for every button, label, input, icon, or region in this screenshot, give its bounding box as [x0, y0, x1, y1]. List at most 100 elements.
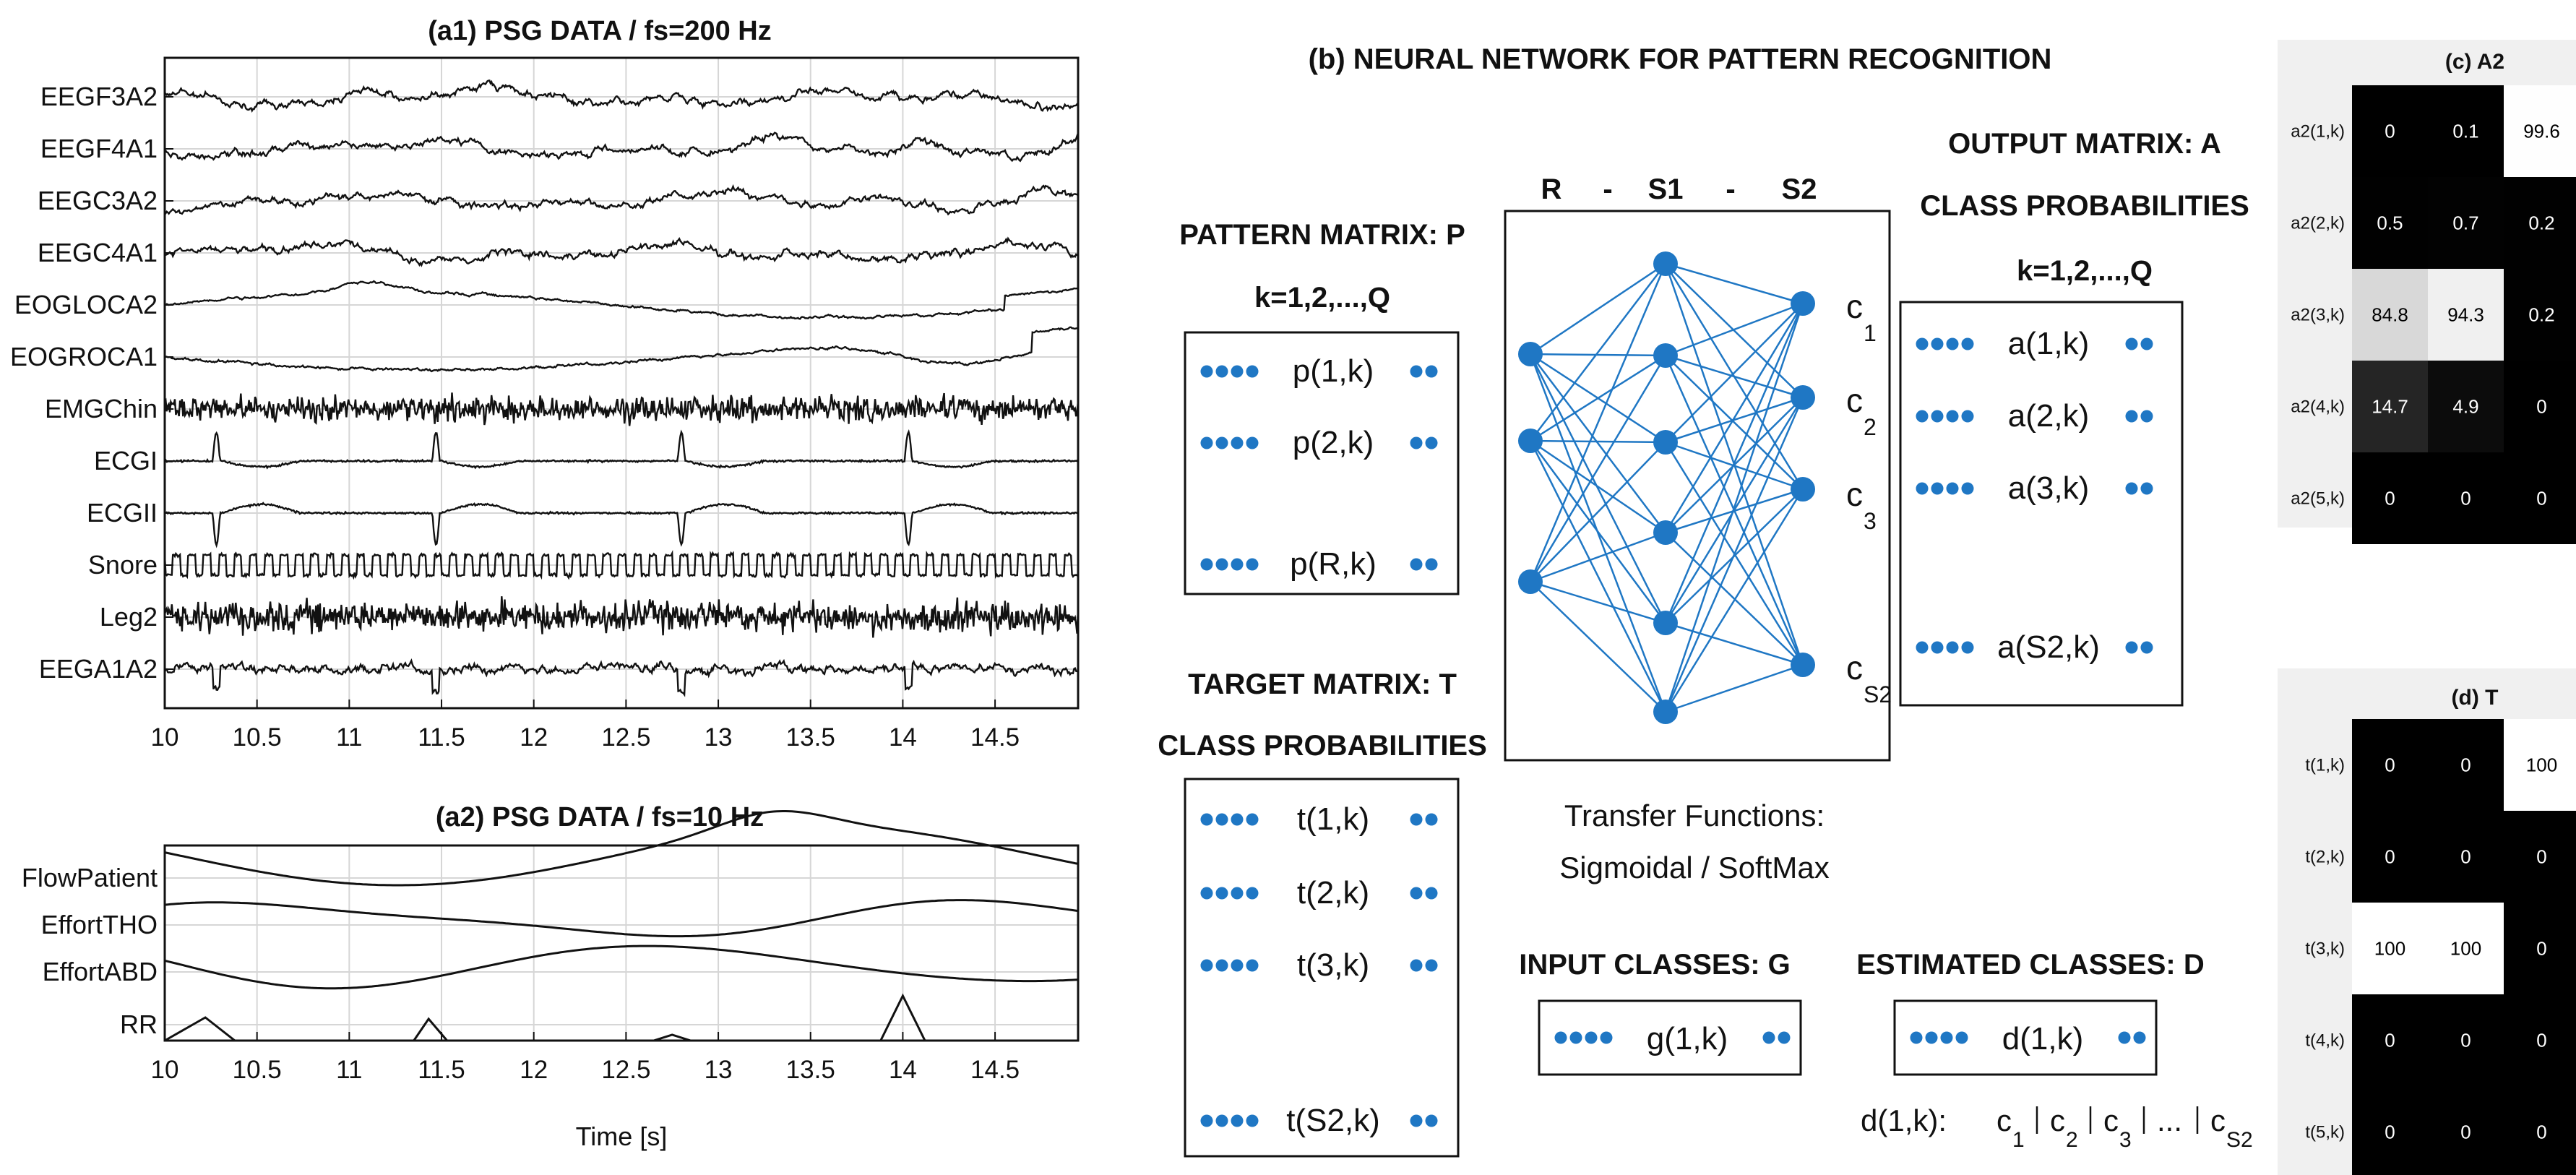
signal-trace [163, 550, 1079, 580]
x-tick-label: 12.5 [601, 1056, 650, 1084]
x-tick-label: 13 [705, 723, 733, 752]
connection-line [1664, 397, 1804, 713]
panel-a1: (a1) PSG DATA / fs=200 Hz EEGF3A2EEGF4A1… [10, 16, 1080, 752]
effort-abd-trace [164, 944, 1079, 990]
heatmap-cell-value: 0 [2385, 754, 2395, 776]
dot-icon [1410, 365, 1423, 378]
dot-icon [1246, 813, 1259, 826]
channel-label: EMGChin [45, 394, 158, 423]
heatmap-cell-value: 94.3 [2447, 304, 2484, 326]
channel-label: RR [120, 1010, 158, 1039]
channel-label: ECGII [87, 498, 158, 528]
network-connections [1529, 262, 1804, 713]
heatmap-cell-value: 84.8 [2372, 304, 2408, 326]
connection-line [1664, 488, 1804, 713]
neuron-icon [1518, 429, 1543, 453]
heatmap-cell [2504, 811, 2576, 903]
heatmap-row-label: a2(3,k) [2291, 306, 2345, 325]
connection-line [1664, 303, 1804, 713]
signal-trace [164, 132, 1080, 163]
dot-icon [1215, 1114, 1228, 1127]
heatmap-cell [2428, 903, 2504, 994]
heatmap-cell-value: 0 [2536, 396, 2546, 418]
panel-a2-frame [163, 844, 1080, 1042]
signal-trace [165, 502, 1079, 548]
neuron-icon [1518, 569, 1543, 594]
dot-icon [1200, 1114, 1213, 1127]
heatmap-cell [2504, 177, 2576, 269]
dot-icon [1916, 337, 1929, 350]
neuron-icon [1653, 343, 1678, 368]
heatmap-cell-value: 0 [2536, 938, 2546, 960]
dot-icon [1215, 959, 1228, 972]
dot-icon [1762, 1031, 1775, 1044]
heatmap-cell-value: 0 [2385, 488, 2395, 509]
dot-icon [1778, 1031, 1791, 1044]
estimated-classes-box [1893, 999, 2158, 1076]
panel-a2-xlabel: Time [s] [576, 1122, 668, 1151]
channel-label: EffortABD [43, 957, 158, 986]
heatmap-cell [2504, 361, 2576, 452]
dot-icon [1961, 410, 1974, 423]
dot-icon [1961, 641, 1974, 654]
matrix-entry: t(1,k) [1297, 801, 1369, 837]
panel-b: (b) NEURAL NETWORK FOR PATTERN RECOGNITI… [1158, 43, 2253, 1158]
x-tick-label: 14 [889, 1056, 917, 1084]
heatmap-cell [2428, 994, 2504, 1086]
heatmap-cell-value: 0 [2460, 1030, 2471, 1051]
network-layer-header: R-S1-S2 [1541, 173, 1817, 205]
connection-line [1529, 263, 1667, 582]
heatmap-cell-value: 0 [2385, 846, 2395, 868]
formula-class: c [2050, 1103, 2065, 1137]
heatmap-cell-value: 0 [2385, 1122, 2395, 1143]
matrix-entry: t(2,k) [1297, 875, 1369, 911]
connection-line [1665, 621, 1804, 666]
panel-a1-traces [163, 79, 1080, 697]
x-tick-label: 12 [520, 1056, 548, 1084]
connection-line [1529, 355, 1667, 582]
x-tick-label: 10 [151, 723, 179, 752]
dot-icon [1215, 813, 1228, 826]
heatmap-cell-value: 0 [2460, 846, 2471, 868]
heatmap-cell [2504, 1086, 2576, 1175]
matrix-entry: p(2,k) [1293, 425, 1374, 460]
heatmap-row-label: a2(2,k) [2291, 214, 2345, 233]
input-classes-box [1538, 999, 1802, 1076]
x-tick-label: 11.5 [418, 1056, 465, 1084]
heatmap-cell [2352, 903, 2428, 994]
dot-icon [1946, 410, 1959, 423]
network-box [1504, 210, 1891, 762]
connection-line [1665, 354, 1804, 399]
connection-line [1530, 354, 1666, 442]
heatmap-cell [2352, 1086, 2428, 1175]
neuron-icon [1791, 653, 1815, 677]
rr-trace [164, 993, 1078, 1042]
dot-icon [1231, 813, 1244, 826]
channel-label: EEGF4A1 [40, 134, 158, 163]
dot-icon [1231, 558, 1244, 571]
connection-line [1665, 263, 1804, 398]
heatmap-cell [2352, 994, 2428, 1086]
layer-label: - [1726, 173, 1735, 205]
connection-line [1530, 580, 1666, 624]
heatmap-row-label: t(3,k) [2305, 939, 2345, 959]
heatmap-cell-value: 100 [2526, 754, 2557, 776]
heatmap-cell [2428, 811, 2504, 903]
neuron-icon [1791, 291, 1815, 316]
matrix-entry: a(3,k) [2008, 470, 2089, 506]
connection-line [1530, 262, 1666, 356]
x-tick-label: 11 [336, 723, 362, 752]
output-matrix-sub: CLASS PROBABILITIES [1920, 190, 2249, 222]
channel-label: EffortTHO [41, 910, 158, 939]
dot-icon [2133, 1031, 2146, 1044]
dot-icon [2140, 410, 2153, 423]
x-tick-label: 13.5 [786, 723, 835, 752]
dot-icon [2125, 337, 2138, 350]
formula-prefix: d(1,k): [1861, 1103, 1947, 1137]
signal-trace [164, 280, 1079, 320]
heatmap-cell [2504, 85, 2576, 177]
formula-class: c [1996, 1103, 2012, 1137]
